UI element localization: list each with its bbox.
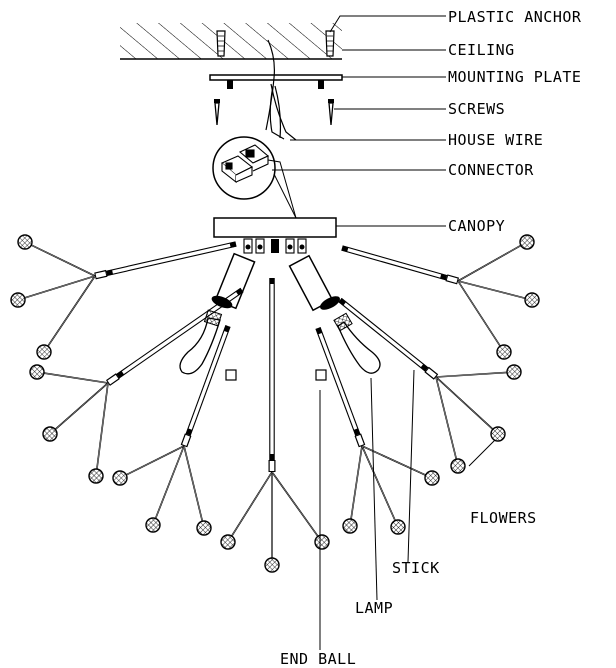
house-wire xyxy=(265,39,297,141)
label-lamp: LAMP xyxy=(355,599,393,617)
screw-right xyxy=(328,99,334,126)
flower-ball xyxy=(361,445,406,535)
flower-ball xyxy=(435,376,466,474)
stick-2 xyxy=(106,287,244,386)
plastic-anchor-left xyxy=(216,30,226,57)
label-plastic-anchor: PLASTIC ANCHOR xyxy=(448,8,582,26)
flower-ball xyxy=(29,364,109,384)
flower-ball xyxy=(10,275,96,308)
label-screws: SCREWS xyxy=(448,100,505,118)
label-house-wire: HOUSE WIRE xyxy=(448,131,543,149)
flower-ball xyxy=(17,234,96,277)
label-ceiling: CEILING xyxy=(448,41,515,59)
mounting-plate xyxy=(209,74,343,89)
end-ball-marker-left xyxy=(225,369,237,381)
canopy xyxy=(213,217,337,254)
flower-ball xyxy=(457,280,512,360)
lamp-holder-left xyxy=(211,252,256,310)
leader-lines xyxy=(272,15,496,650)
sticks-group xyxy=(94,241,459,472)
flower-ball xyxy=(42,382,109,442)
flower-ball xyxy=(88,382,109,484)
label-connector: CONNECTOR xyxy=(448,161,534,179)
flower-ball xyxy=(342,445,363,534)
flower-ball xyxy=(36,275,96,360)
flowers-group xyxy=(10,234,540,573)
ceiling xyxy=(120,23,342,60)
stick-3 xyxy=(180,325,231,448)
label-flowers: FLOWERS xyxy=(470,509,537,527)
stick-5 xyxy=(315,327,366,448)
lamp-holder-right xyxy=(288,254,340,312)
screw-left xyxy=(214,99,220,126)
flower-ball xyxy=(112,445,185,486)
flower-ball xyxy=(145,445,185,533)
flower-ball xyxy=(457,234,535,282)
plastic-anchor-right xyxy=(325,30,335,57)
stick-6 xyxy=(338,297,439,380)
flower-ball xyxy=(361,445,440,486)
stick-7 xyxy=(341,245,459,285)
connector xyxy=(212,136,297,219)
flower-ball xyxy=(435,376,506,442)
label-end-ball: END BALL xyxy=(280,650,356,668)
flower-ball xyxy=(264,472,280,573)
stick-4 xyxy=(268,278,276,472)
flower-ball xyxy=(457,280,540,308)
label-mounting-plate: MOUNTING PLATE xyxy=(448,68,581,86)
flower-ball xyxy=(271,471,330,550)
end-ball-marker-right xyxy=(315,369,327,381)
flower-ball xyxy=(220,471,273,550)
lamp-bulb-left xyxy=(179,309,223,375)
label-stick: STICK xyxy=(392,559,440,577)
stick-1 xyxy=(94,241,237,280)
lamp-bulb-right xyxy=(333,312,381,374)
flower-ball xyxy=(435,364,522,380)
label-canopy: CANOPY xyxy=(448,217,505,235)
flower-ball xyxy=(183,445,212,536)
